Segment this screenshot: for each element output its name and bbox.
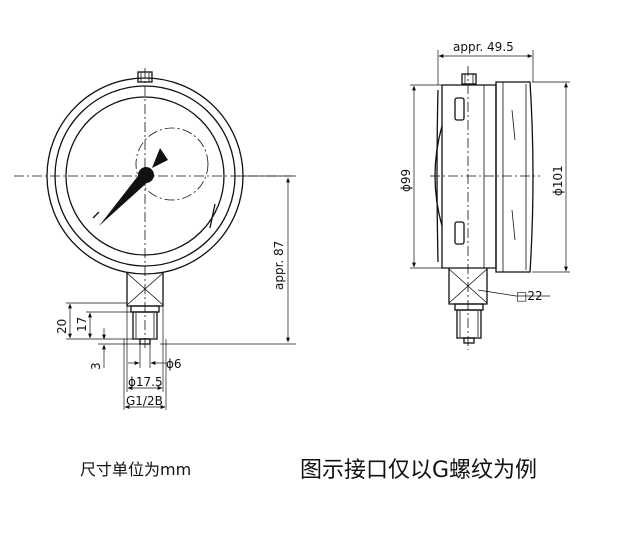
bezel-diameter-label: ϕ101: [551, 165, 565, 196]
pointer-hub: [138, 167, 154, 183]
side-view: appr. 49.5 ϕ99 ϕ101: [399, 40, 570, 350]
case-body: [441, 84, 497, 269]
scale-start-mark: [92, 211, 100, 219]
pointer-tail: [152, 148, 168, 168]
dim-3-label: 3: [89, 362, 103, 370]
side-thread-collar: [454, 303, 484, 311]
bezel-inner-ring: [54, 85, 236, 267]
dim-17-label: 17: [75, 317, 89, 332]
front-bezel: [495, 81, 534, 273]
movement-outline: [135, 127, 209, 201]
vent-plug: [137, 71, 153, 83]
side-thread-section: [456, 309, 482, 339]
case-back-bulge: [434, 125, 443, 227]
height-dimension-label: appr. 87: [272, 241, 286, 290]
front-view: appr. 87 20 17 3 ϕ6 ϕ17.5 G1/2B: [14, 68, 296, 410]
upper-slot: [454, 97, 465, 121]
dim-hole-label: ϕ6: [166, 357, 182, 371]
hex-leader-line: [477, 289, 517, 297]
hex-size-label: □22: [516, 289, 543, 303]
dim-20-label: 20: [55, 319, 69, 334]
scale-end-mark: [209, 203, 216, 229]
interface-note-caption: 图示接口仅以G螺纹为例: [300, 458, 538, 483]
side-pressure-inlet: [463, 337, 475, 344]
lower-slot: [454, 221, 465, 245]
dial-circle: [65, 96, 225, 256]
side-vent-plug: [461, 73, 477, 85]
case-back-edge: [436, 89, 439, 263]
dim-thread-label: G1/2B: [126, 394, 163, 408]
depth-dimension-label: appr. 49.5: [453, 40, 514, 54]
pointer-needle: [99, 172, 150, 226]
units-caption: 尺寸单位为mm: [80, 460, 192, 479]
dim-flange-label: ϕ17.5: [128, 375, 163, 389]
pressure-inlet: [139, 338, 151, 345]
case-diameter-label: ϕ99: [399, 169, 413, 192]
